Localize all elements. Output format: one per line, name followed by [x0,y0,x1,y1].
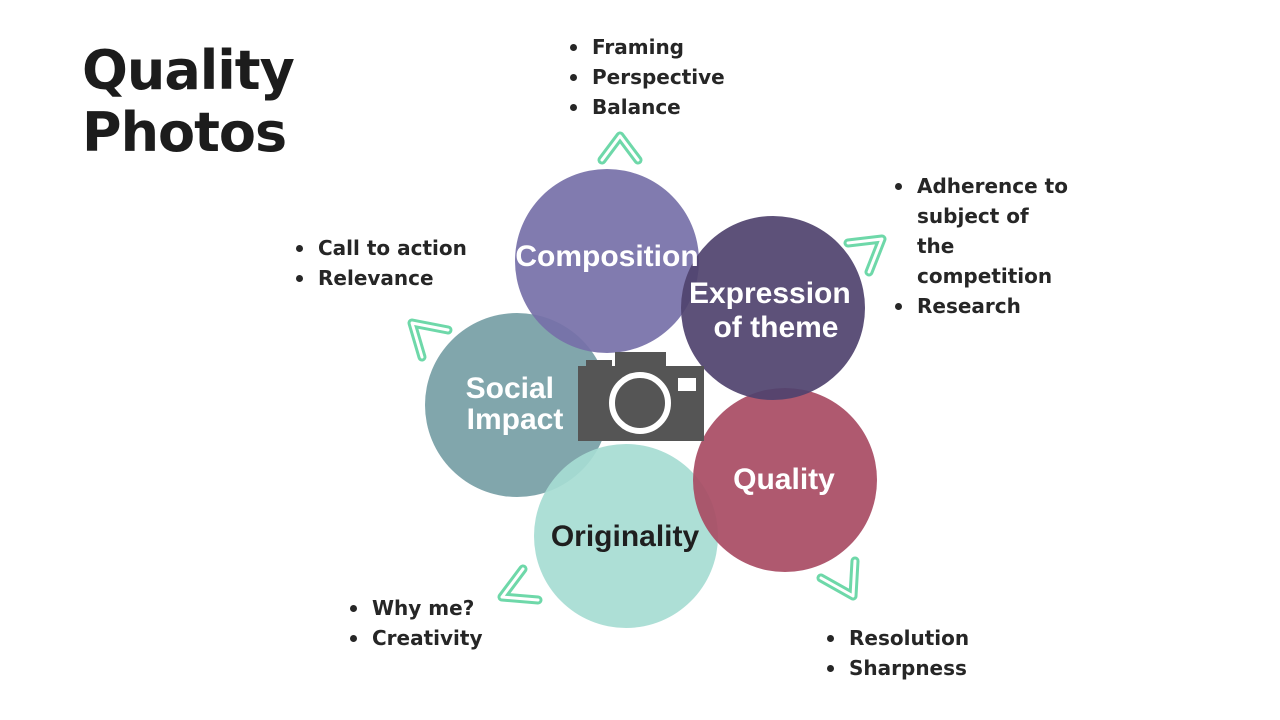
camera-icon [578,352,704,441]
bullet-item: Perspective [568,62,725,92]
circle-quality [693,388,877,572]
bullets-social-impact: Call to action Relevance [294,233,467,293]
arrow-down-left-icon [497,564,543,605]
bullet-item: Why me? [348,593,483,623]
bullet-item: Sharpness [825,653,969,683]
arrow-down-right-icon [816,556,860,601]
page-title: Quality Photos [82,39,295,164]
bullet-item: Balance [568,92,725,122]
label-originality: Originality [551,520,700,553]
bullets-originality: Why me? Creativity [348,593,483,653]
circle-expression-of-theme [681,216,865,400]
label-composition: Composition [515,240,698,273]
bullet-item: Research [893,291,1073,321]
arrow-up-icon [597,131,643,165]
circle-social-impact [425,313,609,497]
label-expression-of-theme: Expression of theme [689,277,859,344]
bullet-item: Adherence to subject of the competition [893,171,1073,291]
bullets-composition: Framing Perspective Balance [568,32,725,122]
circle-originality [534,444,718,628]
label-social-impact: Social Impact [466,372,564,436]
arrow-up-right-icon [843,234,887,277]
bullet-item: Relevance [294,263,467,293]
circle-composition [515,169,699,353]
bullet-item: Call to action [294,233,467,263]
arrow-up-left-icon [407,318,453,362]
label-quality: Quality [733,463,835,496]
bullets-quality: Resolution Sharpness [825,623,969,683]
bullet-item: Resolution [825,623,969,653]
bullets-expression-of-theme: Adherence to subject of the competition … [893,171,1073,321]
bullet-item: Creativity [348,623,483,653]
bullet-item: Framing [568,32,725,62]
